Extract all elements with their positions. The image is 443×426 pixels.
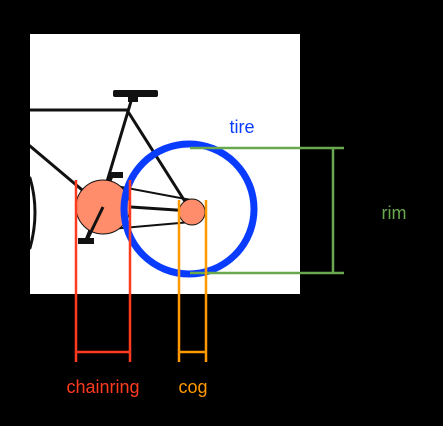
tire-label: tire xyxy=(229,117,254,137)
cog-bracket xyxy=(177,200,208,362)
pedal-bottom xyxy=(78,238,94,244)
bike-image-panel xyxy=(30,34,300,294)
cog-gear xyxy=(178,198,206,226)
rim-bracket xyxy=(190,146,344,275)
saddle-clamp xyxy=(128,97,138,102)
tire-circle xyxy=(120,140,258,278)
chainring-crank-overlay xyxy=(86,206,105,239)
front-wheel-fragment xyxy=(30,176,37,250)
seat-stay xyxy=(125,108,193,213)
cog-label: cog xyxy=(178,377,207,397)
pedal-top xyxy=(109,172,123,178)
rim-label: rim xyxy=(382,203,407,223)
saddle xyxy=(113,90,158,97)
chainring-label: chainring xyxy=(66,377,139,397)
chainring-bracket xyxy=(74,180,132,362)
